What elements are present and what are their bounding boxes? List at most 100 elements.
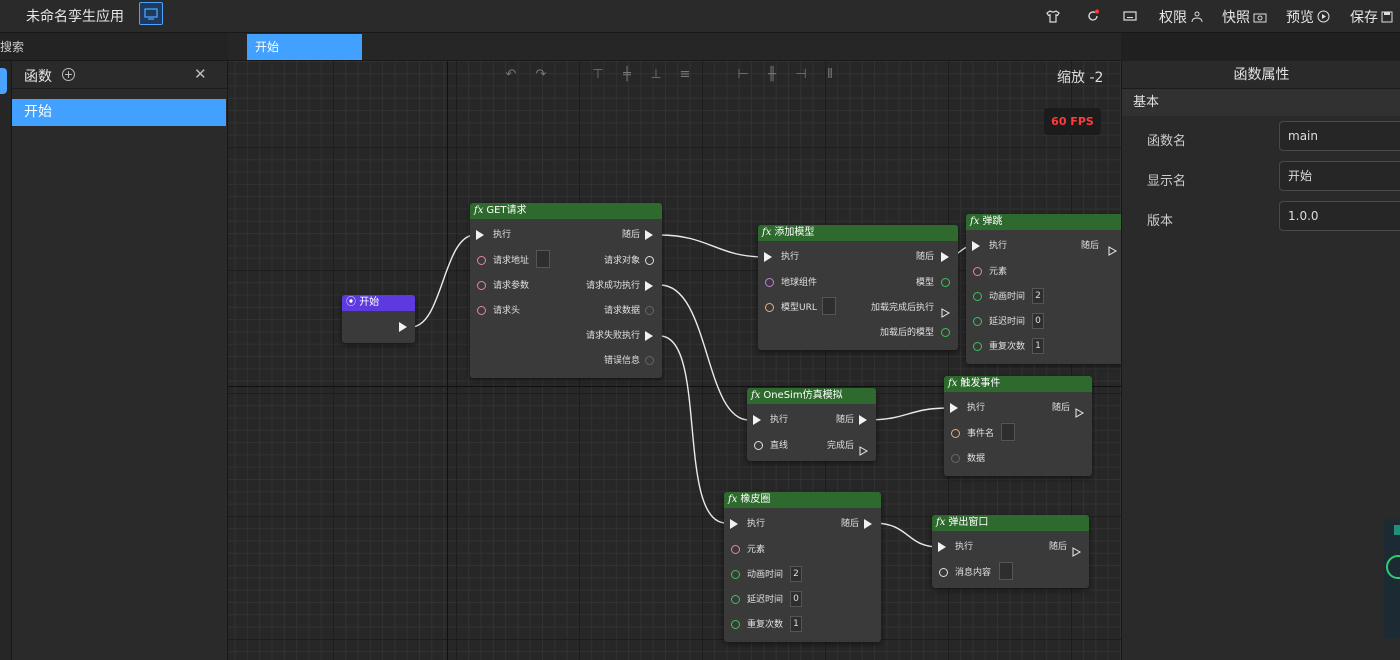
exec-in-pin[interactable] — [764, 252, 772, 262]
exec-out-pin[interactable] — [645, 230, 653, 240]
exec-out-pin[interactable] — [1075, 403, 1085, 418]
permission-button[interactable]: 权限 — [1159, 0, 1204, 33]
pin-label: 重复次数 — [747, 620, 784, 630]
input-pin[interactable] — [765, 303, 774, 312]
tab-start[interactable]: 开始 — [247, 34, 362, 60]
pin-label: 执行 — [781, 252, 800, 262]
exec-out-pin[interactable] — [941, 303, 951, 318]
exec-in-pin[interactable] — [476, 230, 484, 240]
exec-out-pin[interactable] — [399, 322, 407, 332]
exec-in-pin[interactable] — [972, 241, 980, 251]
input-pin[interactable] — [731, 595, 740, 604]
align-bottom-icon[interactable]: ⊥ — [650, 67, 662, 82]
function-panel-header: 函数 + ✕ — [12, 61, 227, 89]
input-pin[interactable] — [731, 620, 740, 629]
output-pin[interactable] — [645, 256, 654, 265]
delay-field[interactable]: 0 — [790, 591, 802, 607]
node-start[interactable]: ⦿ 开始 — [342, 295, 415, 343]
snapshot-button[interactable]: 快照 — [1222, 0, 1267, 33]
display-name-input[interactable]: 开始 — [1279, 161, 1400, 191]
repeat-field[interactable]: 1 — [1032, 338, 1044, 354]
input-pin[interactable] — [765, 278, 774, 287]
pin-label: 模型 — [915, 278, 934, 288]
add-function-icon[interactable]: + — [62, 68, 75, 81]
input-pin[interactable] — [951, 454, 960, 463]
delay-field[interactable]: 0 — [1032, 313, 1044, 329]
align-left-icon[interactable]: ⊢ — [737, 67, 749, 82]
output-pin[interactable] — [645, 306, 654, 315]
redo-icon[interactable]: ↷ — [535, 67, 547, 82]
pin-label: 延迟时间 — [747, 595, 784, 605]
preview-button[interactable]: 预览 — [1286, 0, 1330, 33]
input-pin[interactable] — [951, 429, 960, 438]
keyboard-icon[interactable] — [1122, 8, 1138, 24]
floating-widget[interactable] — [1384, 519, 1400, 639]
distribute-vertical-icon[interactable]: ≡ — [679, 67, 691, 82]
close-icon[interactable]: ✕ — [194, 65, 207, 83]
input-pin[interactable] — [477, 306, 486, 315]
exec-out-pin[interactable] — [859, 441, 869, 456]
url-field[interactable] — [536, 250, 550, 268]
input-pin[interactable] — [731, 545, 740, 554]
duration-field[interactable]: 2 — [790, 566, 802, 582]
input-pin[interactable] — [973, 317, 982, 326]
function-item-start[interactable]: 开始 — [12, 99, 226, 126]
exec-out-pin[interactable] — [645, 331, 653, 341]
model-url-field[interactable] — [822, 297, 836, 315]
event-name-field[interactable] — [1001, 423, 1015, 441]
exec-out-pin[interactable] — [645, 281, 653, 291]
output-pin[interactable] — [941, 328, 950, 337]
blueprint-canvas[interactable]: ↶ ↷ ⊤ ╪ ⊥ ≡ ⊢ ╫ ⊣ ⦀ 缩放 -2 60 FPS ⦿ 开始 fx… — [228, 61, 1121, 660]
align-right-icon[interactable]: ⊣ — [795, 67, 807, 82]
save-label: 保存 — [1350, 9, 1378, 26]
canvas-x-axis — [228, 386, 1121, 387]
pin-label: 完成后 — [826, 441, 854, 451]
exec-out-pin[interactable] — [941, 252, 949, 262]
save-button[interactable]: 保存 — [1350, 0, 1393, 33]
version-input[interactable]: 1.0.0 — [1279, 201, 1400, 231]
input-pin[interactable] — [477, 281, 486, 290]
input-pin[interactable] — [731, 570, 740, 579]
align-top-icon[interactable]: ⊤ — [592, 67, 604, 82]
function-icon: fx — [474, 205, 484, 216]
exec-out-pin[interactable] — [859, 415, 867, 425]
align-center-icon[interactable]: ╫ — [768, 67, 776, 82]
output-pin[interactable] — [941, 278, 950, 287]
function-name-input[interactable]: main — [1279, 121, 1400, 151]
input-pin[interactable] — [973, 292, 982, 301]
refresh-icon[interactable] — [1085, 8, 1101, 24]
rail-function-button[interactable] — [0, 68, 7, 94]
input-pin[interactable] — [477, 256, 486, 265]
input-pin[interactable] — [939, 568, 948, 577]
undo-icon[interactable]: ↶ — [505, 67, 517, 82]
exec-in-pin[interactable] — [938, 542, 946, 552]
distribute-horizontal-icon[interactable]: ⦀ — [827, 67, 833, 82]
exec-in-pin[interactable] — [730, 519, 738, 529]
monitor-icon[interactable] — [139, 2, 163, 25]
exec-out-pin[interactable] — [1072, 542, 1082, 557]
exec-in-pin[interactable] — [950, 403, 958, 413]
pin-label: 请求数据 — [603, 306, 640, 316]
duration-field[interactable]: 2 — [1032, 288, 1044, 304]
align-middle-icon[interactable]: ╪ — [623, 67, 631, 82]
start-node-icon: ⦿ — [346, 297, 360, 308]
message-field[interactable] — [999, 562, 1013, 580]
exec-in-pin[interactable] — [753, 415, 761, 425]
repeat-field[interactable]: 1 — [790, 616, 802, 632]
input-pin[interactable] — [973, 267, 982, 276]
input-pin[interactable] — [973, 342, 982, 351]
shirt-icon[interactable] — [1045, 8, 1061, 24]
exec-out-pin[interactable] — [864, 519, 872, 529]
fps-counter: 60 FPS — [1044, 108, 1101, 135]
exec-out-pin[interactable] — [1108, 241, 1118, 256]
input-pin[interactable] — [754, 441, 763, 450]
output-pin[interactable] — [645, 356, 654, 365]
